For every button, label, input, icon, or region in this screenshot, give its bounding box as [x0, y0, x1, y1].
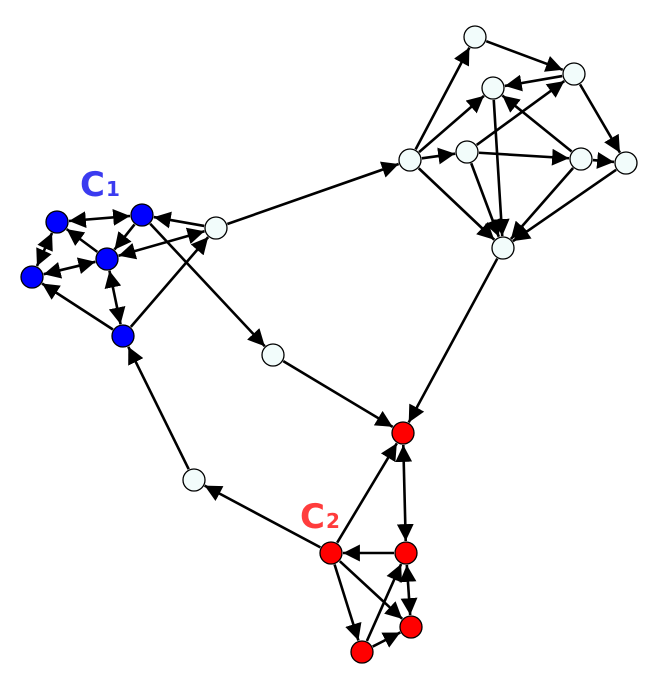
- node-C: [481, 76, 505, 100]
- edge-F-H: [509, 167, 575, 240]
- edge-B3-W1: [118, 227, 205, 260]
- edge-G-H: [512, 168, 617, 243]
- edge-B-G: [578, 83, 622, 154]
- edge-B3-B4: [43, 257, 96, 279]
- edge-B5-W1: [129, 236, 210, 328]
- edge-D-E: [421, 147, 456, 165]
- edge-B2-W2: [149, 222, 266, 348]
- edge-B5-B4: [41, 282, 114, 331]
- edge-R2-R5: [333, 564, 362, 641]
- edge-W2-R1: [282, 360, 394, 428]
- edge-D-H: [417, 167, 496, 241]
- edges-layer: [35, 39, 622, 648]
- edge-E-F: [478, 148, 570, 166]
- edge-E-H: [469, 162, 501, 238]
- node-W3: [182, 468, 206, 492]
- edge-R5-R3: [365, 563, 403, 642]
- node-R4: [399, 615, 423, 639]
- edge-D-C: [418, 94, 485, 154]
- cluster-label-c2: C2: [300, 497, 340, 537]
- edge-W1-D: [226, 161, 400, 226]
- node-D: [398, 148, 422, 172]
- edge-F-C: [501, 94, 573, 153]
- edge-B2-B3: [113, 223, 136, 251]
- edge-R3-R4: [399, 564, 418, 616]
- node-B3: [95, 247, 119, 271]
- edge-B3-B1: [65, 228, 99, 253]
- node-W2: [261, 343, 285, 367]
- cluster-label-c1: C1: [80, 165, 120, 205]
- edge-B-C: [504, 74, 563, 92]
- edge-R2-R1: [336, 442, 398, 544]
- edge-W3-B5: [127, 346, 190, 470]
- node-A: [463, 25, 487, 49]
- node-B4: [20, 265, 44, 289]
- edge-R1-R3: [395, 444, 414, 542]
- edge-R2-R4: [338, 560, 404, 620]
- node-R1: [391, 421, 415, 445]
- nodes-layer: [20, 25, 638, 664]
- edge-R5-R4: [372, 631, 401, 648]
- node-B: [562, 62, 586, 86]
- node-G: [614, 151, 638, 175]
- node-H: [491, 236, 515, 260]
- node-B1: [45, 210, 69, 234]
- node-R2: [319, 541, 343, 565]
- node-R5: [350, 640, 374, 664]
- edge-F-G: [592, 152, 615, 169]
- node-W1: [204, 216, 228, 240]
- edge-D-A: [414, 47, 471, 150]
- node-R3: [394, 541, 418, 565]
- edge-B3-B5: [104, 270, 126, 325]
- node-F: [569, 147, 593, 171]
- edge-R2-W3: [203, 484, 322, 549]
- node-B2: [130, 203, 154, 227]
- edge-H-R1: [407, 257, 499, 424]
- node-B5: [111, 324, 135, 348]
- edge-A-B: [485, 39, 564, 72]
- edge-C-H: [492, 99, 510, 237]
- edge-B1-B2: [68, 208, 131, 229]
- edge-W1-B2: [153, 211, 205, 229]
- edge-B1-B4: [35, 232, 54, 267]
- edge-E-B: [475, 80, 566, 146]
- node-E: [455, 140, 479, 164]
